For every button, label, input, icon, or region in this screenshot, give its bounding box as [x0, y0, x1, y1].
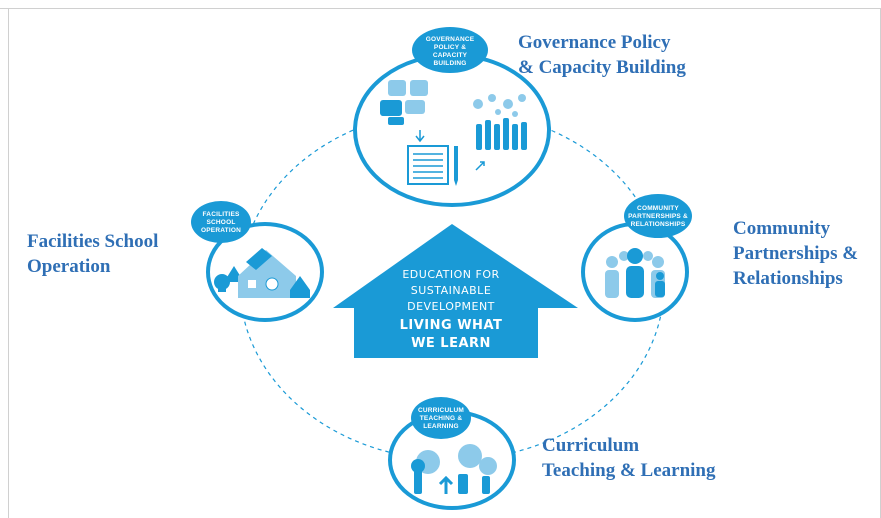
- governance-badge-line3: CAPACITY: [433, 52, 468, 59]
- node-governance: GOVERNANCE POLICY & CAPACITY BUILDING: [353, 27, 551, 207]
- center-line1: EDUCATION FOR: [402, 268, 499, 281]
- frame-top-border: [0, 8, 881, 9]
- facilities-label-line2: Operation: [27, 256, 111, 277]
- community-label-line1: Community: [733, 218, 831, 239]
- puzzle-icon: [380, 80, 428, 125]
- center-line3: DEVELOPMENT: [407, 300, 495, 313]
- learning-tree-icon: [411, 444, 497, 494]
- center-line4: LIVING WHAT: [400, 318, 503, 333]
- raised-hands-icon: [473, 94, 527, 171]
- community-label: Community Partnerships & Relationships: [733, 216, 858, 291]
- frame-left-border: [8, 8, 9, 518]
- node-curriculum: CURRICULUM TEACHING & LEARNING: [388, 397, 516, 510]
- facilities-badge: [191, 201, 251, 243]
- curriculum-label-line2: Teaching & Learning: [542, 460, 716, 481]
- notepad-icon: [407, 145, 458, 186]
- facilities-badge-line1: FACILITIES: [202, 211, 239, 218]
- community-label-line3: Relationships: [733, 268, 843, 289]
- node-community: COMMUNITY PARTNERSHIPS & RELATIONSHIPS: [581, 194, 692, 322]
- center-line5: WE LEARN: [411, 336, 491, 351]
- node-facilities: FACILITIES SCHOOL OPERATION: [191, 201, 324, 322]
- school-building-icon: [214, 248, 310, 298]
- curriculum-badge-line2: TEACHING &: [420, 415, 463, 422]
- governance-label-line2: & Capacity Building: [518, 57, 686, 78]
- curriculum-badge-line1: CURRICULUM: [418, 407, 464, 414]
- facilities-badge-line2: SCHOOL: [206, 219, 235, 226]
- center-house: EDUCATION FOR SUSTAINABLE DEVELOPMENT LI…: [333, 224, 578, 358]
- house-shape: [333, 224, 578, 358]
- governance-badge-line1: GOVERNANCE: [426, 36, 475, 43]
- governance-badge: [412, 27, 488, 73]
- facilities-label: Facilities School Operation: [27, 229, 158, 279]
- community-badge-line1: COMMUNITY: [637, 205, 679, 212]
- governance-badge-line4: BUILDING: [433, 60, 466, 67]
- facilities-badge-line3: OPERATION: [201, 227, 241, 234]
- people-group-icon: [605, 248, 665, 298]
- facilities-label-line1: Facilities School: [27, 231, 159, 252]
- arrow-down-icon: [415, 130, 425, 143]
- governance-label-line1: Governance Policy: [518, 32, 671, 53]
- community-badge: [624, 194, 692, 238]
- governance-badge-line2: POLICY &: [434, 44, 466, 51]
- curriculum-label: Curriculum Teaching & Learning: [542, 433, 716, 483]
- community-badge-line2: PARTNERSHIPS &: [628, 213, 688, 220]
- community-badge-line3: RELATIONSHIPS: [631, 221, 686, 228]
- curriculum-label-line1: Curriculum: [542, 435, 640, 456]
- curriculum-badge: [411, 397, 471, 439]
- curriculum-badge-line3: LEARNING: [423, 423, 459, 430]
- governance-label: Governance Policy & Capacity Building: [518, 30, 686, 80]
- community-label-line2: Partnerships &: [733, 243, 859, 264]
- center-line2: SUSTAINABLE: [411, 284, 492, 297]
